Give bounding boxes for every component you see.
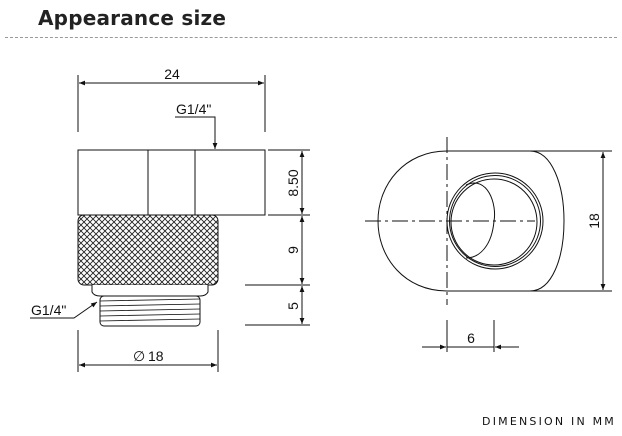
dimension-heights [245, 149, 310, 326]
width-label: 24 [164, 66, 180, 82]
units-note: DIMENSION IN MM [482, 415, 616, 428]
top-thread-label: G1/4" [176, 101, 211, 117]
dimension-diameter [77, 330, 219, 372]
top-hex-body [77, 149, 266, 216]
height-knurl-label: 9 [285, 246, 301, 254]
side-view [30, 75, 310, 372]
dimension-offset-6 [422, 320, 519, 352]
dimension-height-18 [525, 150, 612, 292]
height-18-label: 18 [586, 213, 602, 229]
dashed-divider [5, 37, 617, 38]
bottom-thread-leader [30, 301, 98, 319]
page-title: Appearance size [38, 6, 227, 30]
offset-6-label: 6 [467, 330, 475, 346]
height-thread-label: 5 [285, 302, 301, 310]
bottom-thread-label: G1/4" [31, 302, 66, 318]
thread [99, 295, 201, 327]
diameter-label: 18 [148, 348, 164, 364]
top-thread-leader [175, 116, 218, 149]
neck [91, 285, 209, 297]
diameter-symbol: ∅ [133, 348, 145, 364]
top-view [365, 137, 612, 352]
knurled-ring [77, 214, 219, 286]
dimension-width [77, 75, 266, 132]
height-top-label: 8.50 [285, 169, 301, 196]
